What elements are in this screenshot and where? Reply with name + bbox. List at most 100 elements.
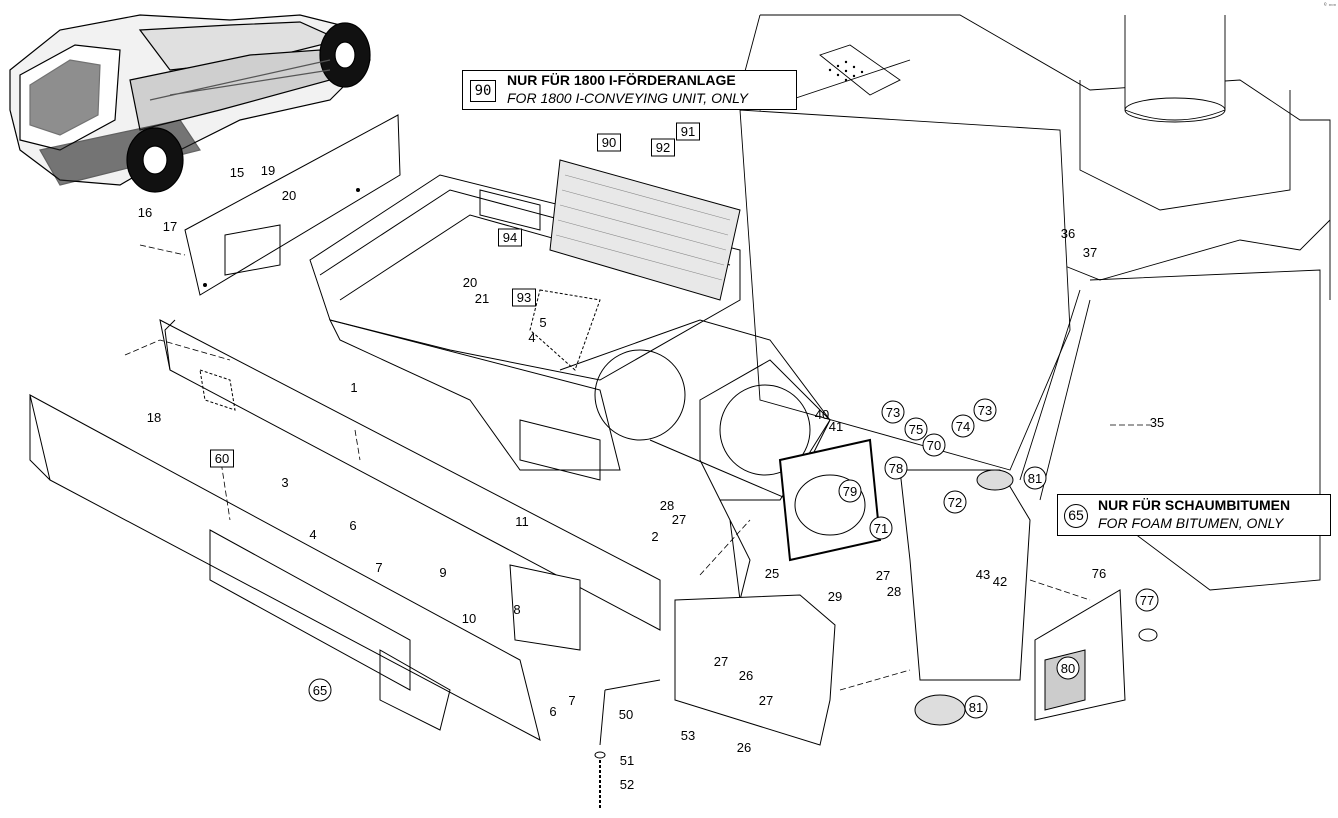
callout-17: 17 <box>163 219 177 234</box>
note-conveying-unit-only: 90 NUR FÜR 1800 I-FÖRDERANLAGE FOR 1800 … <box>462 70 797 110</box>
callout-4: 4 <box>309 527 316 542</box>
callout-1: 1 <box>350 380 357 395</box>
callout-label: 21 <box>475 291 489 306</box>
cross-beam-1 <box>159 319 661 631</box>
callout-label: 70 <box>927 438 941 453</box>
filter-grille-90 <box>549 159 741 301</box>
access-panel-25 <box>674 594 836 746</box>
cover-plate-15 <box>184 114 401 296</box>
callout-circle <box>943 490 967 514</box>
callout-label: 10 <box>462 611 476 626</box>
callout-26: 26 <box>737 740 751 755</box>
callout-73: 73 <box>881 400 905 424</box>
callout-label: 27 <box>672 512 686 527</box>
callout-29: 29 <box>828 589 842 604</box>
callout-label: 72 <box>948 495 962 510</box>
callout-label: 73 <box>886 405 900 420</box>
note-foam-english: FOR FOAM BITUMEN, ONLY <box>1098 515 1284 531</box>
callout-16: 16 <box>138 205 152 220</box>
callout-label: 74 <box>956 419 970 434</box>
callout-label: 53 <box>681 728 695 743</box>
callout-20: 20 <box>282 188 296 203</box>
callout-label: 37 <box>1083 245 1097 260</box>
rear-frame <box>739 14 1331 591</box>
callout-label: 3 <box>281 475 288 490</box>
callout-20: 20 <box>463 275 477 290</box>
callout-40: 40 <box>815 407 829 422</box>
callout-label: 73 <box>978 403 992 418</box>
callout-label: 77 <box>1140 593 1154 608</box>
callout-label: 81 <box>1028 471 1042 486</box>
note-conveying-badge: 90 <box>470 80 496 102</box>
callout-label: 15 <box>230 165 244 180</box>
callout-label: 6 <box>349 518 356 533</box>
callout-label: 27 <box>714 654 728 669</box>
callout-label: 29 <box>828 589 842 604</box>
callout-41: 41 <box>829 419 843 434</box>
callout-label: 28 <box>660 498 674 513</box>
callout-label: 4 <box>528 330 535 345</box>
callout-75: 75 <box>904 417 928 441</box>
callout-5: 5 <box>539 315 546 330</box>
callout-79: 79 <box>838 479 862 503</box>
callout-label: 79 <box>843 484 857 499</box>
callout-box <box>651 138 675 157</box>
callout-circle <box>973 398 997 422</box>
callout-27: 27 <box>672 512 686 527</box>
callout-circle <box>951 414 975 438</box>
callout-50: 50 <box>619 707 633 722</box>
callout-label: 11 <box>515 514 529 529</box>
callout-label: 60 <box>215 451 229 466</box>
callout-label: 26 <box>737 740 751 755</box>
callout-93: 93 <box>512 288 536 307</box>
callout-label: 80 <box>1061 661 1075 676</box>
callout-53: 53 <box>681 728 695 743</box>
callout-36: 36 <box>1061 226 1075 241</box>
callout-label: 20 <box>463 275 477 290</box>
callout-73: 73 <box>973 398 997 422</box>
callout-21: 21 <box>475 291 489 306</box>
callout-circle <box>904 417 928 441</box>
callout-70: 70 <box>922 433 946 457</box>
callout-11: 11 <box>515 514 529 529</box>
callout-72: 72 <box>943 490 967 514</box>
callout-label: 71 <box>874 521 888 536</box>
callout-label: 9 <box>439 565 446 580</box>
callout-label: 19 <box>261 163 275 178</box>
callout-10: 10 <box>462 611 476 626</box>
machine-thumbnail <box>9 14 371 193</box>
callout-label: 75 <box>909 422 923 437</box>
callout-2: 2 <box>651 529 658 544</box>
callout-circle <box>1056 656 1080 680</box>
callout-label: 16 <box>138 205 152 220</box>
callout-28: 28 <box>887 584 901 599</box>
callout-8: 8 <box>513 602 520 617</box>
callout-76: 76 <box>1092 566 1106 581</box>
callout-box <box>210 449 234 468</box>
callout-circle <box>838 479 862 503</box>
note-foam-badge: 65 <box>1064 504 1088 528</box>
callout-65: 65 <box>308 678 332 702</box>
callout-label: 52 <box>620 777 634 792</box>
callout-label: 50 <box>619 707 633 722</box>
callout-label: 8 <box>513 602 520 617</box>
callout-box <box>498 228 522 247</box>
callout-28: 28 <box>660 498 674 513</box>
callout-43: 43 <box>976 567 990 582</box>
callout-label: 20 <box>282 188 296 203</box>
callout-label: 81 <box>969 700 983 715</box>
callout-71: 71 <box>869 516 893 540</box>
callout-label: 17 <box>163 219 177 234</box>
callout-label: 1 <box>350 380 357 395</box>
leader-lines <box>124 244 1150 691</box>
callout-circle <box>881 400 905 424</box>
callout-42: 42 <box>993 574 1007 589</box>
callout-label: 40 <box>815 407 829 422</box>
callout-27: 27 <box>759 693 773 708</box>
callout-label: 91 <box>681 124 695 139</box>
callout-52: 52 <box>620 777 634 792</box>
callout-19: 19 <box>261 163 275 178</box>
callout-90: 90 <box>597 133 621 152</box>
callout-35: 35 <box>1150 415 1164 430</box>
